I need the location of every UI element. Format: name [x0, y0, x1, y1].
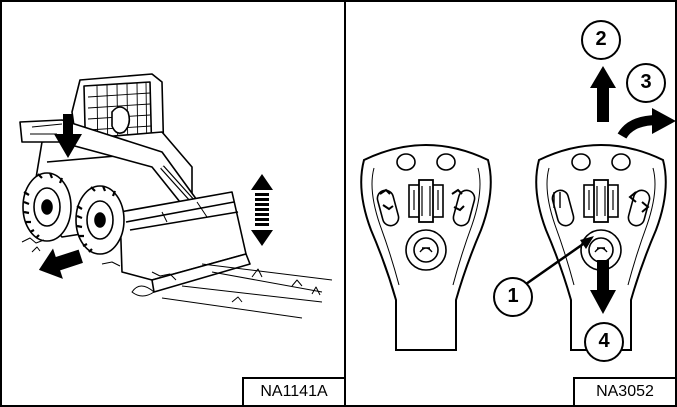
turn-right-arrow-icon: [622, 108, 676, 136]
skid-steer-loader-drawing: [2, 2, 346, 407]
figure-code-label: NA3052: [573, 377, 677, 407]
callout-1: 1: [493, 277, 533, 317]
loader-illustration-panel: NA1141A: [0, 0, 346, 407]
reverse-arrow-icon: [34, 241, 86, 285]
forward-arrow-icon: [590, 66, 616, 122]
up-down-arrow-icon: [251, 174, 273, 246]
joystick-drawing: [346, 2, 677, 407]
callout-2: 2: [581, 20, 621, 60]
callout-3: 3: [626, 63, 666, 103]
joystick-illustration-panel: 1 2 3 4 NA3052: [344, 0, 677, 407]
callout-4: 4: [584, 322, 624, 362]
figure-code-label: NA1141A: [242, 377, 346, 407]
